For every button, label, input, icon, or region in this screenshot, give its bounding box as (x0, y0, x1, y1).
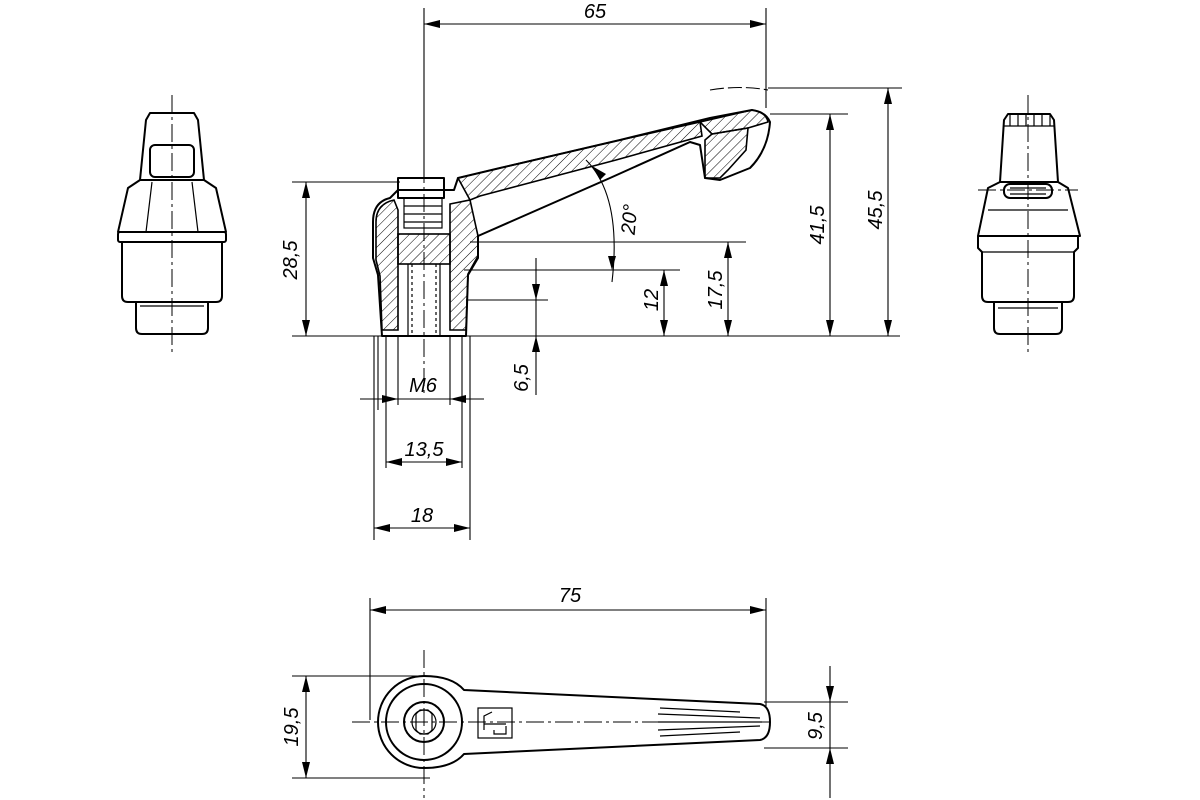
dim-45-5: 45,5 (709, 86, 902, 336)
dim-18: 18 (374, 505, 470, 532)
dim-9-5: 9,5 (764, 666, 848, 798)
dim-6-5: 6,5 (466, 258, 548, 395)
dim-41-5-label: 41,5 (807, 205, 829, 245)
dim-9-5-label: 9,5 (805, 711, 827, 740)
angle-20-deg: 20° (470, 159, 746, 283)
front-section-view (372, 109, 771, 395)
dim-28-5-label: 28,5 (280, 240, 302, 281)
dim-19-5-label: 19,5 (281, 707, 303, 747)
dim-17-5-label: 17,5 (705, 270, 727, 310)
dim-17-5: 17,5 (705, 242, 732, 336)
dim-41-5: 41,5 (770, 113, 848, 336)
dim-m6: M6 (360, 336, 484, 540)
right-side-view (977, 95, 1081, 352)
dim-75-label: 75 (559, 585, 582, 607)
dim-12-label: 12 (641, 289, 663, 311)
dim-65: 65 (423, 1, 767, 178)
dim-45-5-label: 45,5 (865, 190, 887, 230)
dim-75: 75 (369, 585, 767, 720)
dim-m6-label: M6 (409, 375, 438, 397)
dim-65-label: 65 (584, 1, 607, 23)
dim-28-5: 28,5 (280, 181, 900, 337)
logo-mark (477, 707, 513, 739)
dim-6-5-label: 6,5 (511, 363, 533, 392)
dim-13-5: 13,5 (386, 439, 462, 466)
dim-12: 12 (464, 269, 680, 336)
left-side-view (117, 95, 227, 352)
dim-13-5-label: 13,5 (405, 439, 445, 461)
angle-20-label: 20° (618, 203, 643, 236)
dim-18-label: 18 (411, 505, 433, 527)
top-plan-view (352, 650, 771, 798)
dim-19-5: 19,5 (281, 675, 430, 779)
